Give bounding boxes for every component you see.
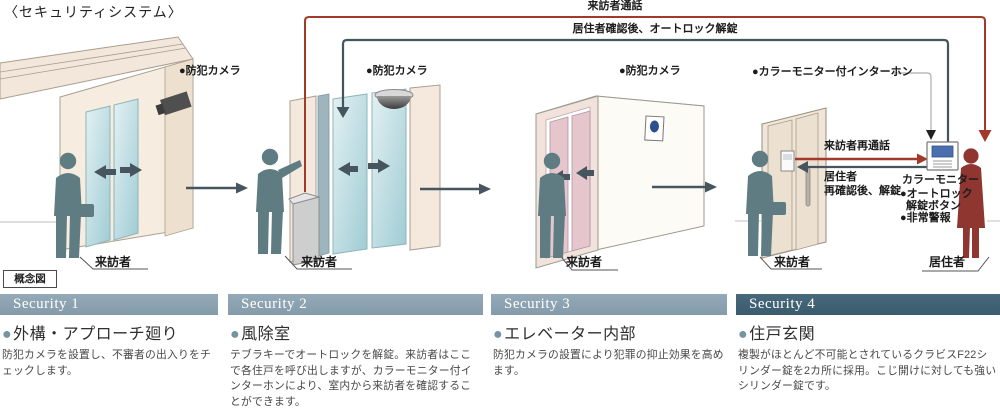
section-header: Security 2 — [228, 294, 483, 315]
visitor-figure — [54, 152, 94, 258]
section-security-2: Security 2 ●風除室 テブラキーでオートロックを解錠。来訪者はここで各… — [228, 294, 483, 410]
camera-label-2: ●防犯カメラ — [366, 65, 428, 77]
color-monitor-icon — [926, 141, 959, 171]
heading-bullet-icon: ● — [2, 326, 13, 343]
intercom-label: ●カラーモニター付インターホン — [752, 66, 913, 78]
autolock-button-label-line2: 解錠ボタン — [906, 200, 961, 212]
door-intercom-icon — [780, 150, 795, 172]
alarm-label: ●非常警報 — [900, 212, 951, 224]
reunlock-label-line2: 再確認後、解錠 — [824, 185, 901, 197]
heading-bullet-icon: ● — [738, 326, 749, 343]
section-heading: ●住戸玄関 — [738, 326, 816, 343]
monitor-label: カラーモニター — [902, 174, 979, 186]
scene4-dwelling-entrance — [735, 107, 1000, 259]
heading-bullet-icon: ● — [230, 326, 241, 343]
section-body: 防犯カメラの設置により犯罪の抑止効果を高めます。 — [493, 349, 724, 377]
reunlock-label-line1: 居住者 — [824, 171, 857, 183]
section-security-3: Security 3 ●エレベーター内部 防犯カメラの設置により犯罪の抑止効果を… — [491, 294, 727, 379]
visitor-figure — [256, 148, 302, 254]
elevator-camera-icon — [644, 115, 665, 142]
section-heading: ●風除室 — [230, 326, 291, 343]
visitor-label-1: 来訪者 — [95, 255, 132, 269]
section-body: テブラキーでオートロックを解錠。来訪者はここで各住戸を呼び出しますが、カラーモニ… — [230, 349, 472, 408]
camera-label-1: ●防犯カメラ — [179, 65, 241, 77]
flow-label-autolock-release: 居住者確認後、オートロック解錠 — [572, 23, 738, 35]
dome-camera-icon — [374, 89, 414, 109]
visitor-label-2: 来訪者 — [301, 255, 338, 269]
camera-label-3: ●防犯カメラ — [619, 65, 681, 77]
section-body: 複製がほとんど不可能とされているクラビスF22シリンダー錠を2カ所に採用。こじ開… — [738, 349, 997, 392]
resident-label: 居住者 — [929, 255, 966, 269]
section-body: 防犯カメラを設置し、不審者の出入りをチェックします。 — [2, 349, 211, 377]
resident-figure — [957, 148, 985, 258]
section-heading: ●エレベーター内部 — [493, 326, 637, 343]
page-title: 〈セキュリティシステム〉 — [4, 6, 183, 21]
door-handle — [805, 167, 811, 207]
flow-arrows — [186, 181, 717, 195]
section-security-1: Security 1 ●外構・アプローチ廻り 防犯カメラを設置し、不審者の出入り… — [0, 294, 218, 379]
visitor-label-3: 来訪者 — [566, 255, 603, 269]
diagram-artwork — [0, 16, 1000, 272]
autolock-release-line — [336, 38, 950, 173]
concept-diagram-badge: 概念図 — [3, 270, 57, 288]
section-header: Security 1 — [0, 294, 218, 315]
scene1-entrance-building — [0, 36, 194, 251]
visitor-label-4: 来訪者 — [774, 255, 811, 269]
visitor-call-line — [304, 16, 992, 192]
flow-label-visitor-call: 来訪者通話 — [587, 0, 643, 12]
intercom-pointer-line — [893, 72, 936, 140]
recall-arrow — [795, 153, 928, 165]
door-open-arrows-icon — [338, 159, 390, 176]
box-camera-icon — [155, 91, 192, 116]
caption-pointer-lines — [79, 255, 990, 272]
intercom-pedestal — [288, 192, 321, 266]
recall-label: 来訪者再通話 — [824, 140, 890, 152]
heading-bullet-icon: ● — [493, 326, 504, 343]
visitor-figure — [746, 150, 786, 256]
autolock-button-label-line1: ●オートロック — [900, 188, 973, 200]
section-header: Security 4 — [736, 294, 1000, 315]
section-heading: ●外構・アプローチ廻り — [2, 326, 179, 343]
door-open-arrows-icon — [94, 163, 142, 179]
section-header: Security 3 — [491, 294, 727, 315]
section-security-4: Security 4 ●住戸玄関 複製がほとんど不可能とされているクラビスF22… — [736, 294, 1000, 395]
